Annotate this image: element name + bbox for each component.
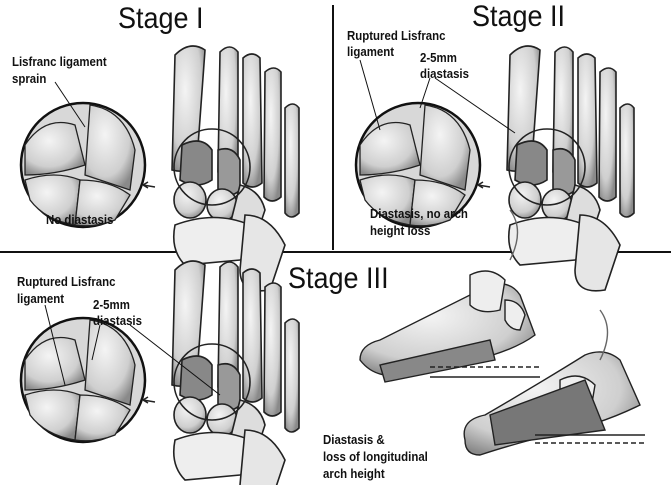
stage-3-art xyxy=(21,261,299,485)
lateral-foot-collapsed xyxy=(463,309,645,456)
stage-3-title: Stage III xyxy=(288,262,389,295)
stage-2-label-line2: ligament xyxy=(347,44,395,59)
stage-2-art xyxy=(356,46,634,291)
stage-2-caption-line2: height loss xyxy=(370,223,431,238)
stage-3-gap-line1: 2-5mm xyxy=(93,297,130,312)
stage-3-label-line2: ligament xyxy=(17,291,65,306)
stage-2-gap-line1: 2-5mm xyxy=(420,50,457,65)
stage-3-caption-line2: loss of longitudinal xyxy=(323,449,428,464)
stage-3-caption-line1: Diastasis & xyxy=(323,432,385,447)
stage-3-gap-line2: diastasis xyxy=(93,313,142,328)
stage-1-title: Stage I xyxy=(118,2,204,35)
stage-3-caption-line3: arch height xyxy=(323,466,385,481)
stage-1-label-line2: sprain xyxy=(12,71,47,86)
stage-2-label-line1: Ruptured Lisfranc xyxy=(347,28,446,43)
stage-2-gap-line2: diastasis xyxy=(420,66,469,81)
stage-1-art xyxy=(21,46,299,291)
stage-1-label-line1: Lisfranc ligament xyxy=(12,54,107,69)
stage-3-label-line1: Ruptured Lisfranc xyxy=(17,274,116,289)
stage-2-caption-line1: Diastasis, no arch xyxy=(370,206,468,221)
lateral-foot-normal xyxy=(359,209,540,383)
stage-2-title: Stage II xyxy=(472,0,566,33)
stage-1-caption: No diastasis xyxy=(46,212,114,227)
